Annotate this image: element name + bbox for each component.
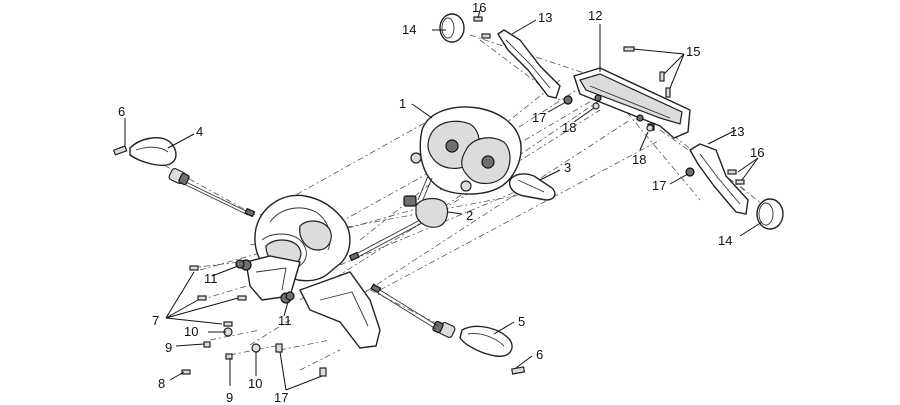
callout-17-upper: 17 — [532, 110, 546, 125]
assembly-guide-lines — [139, 34, 771, 371]
callout-6-left: 6 — [118, 104, 125, 119]
callout-11-lower: 11 — [278, 313, 292, 328]
reflector — [508, 173, 556, 201]
leader-lines — [124, 9, 763, 391]
callout-18-left: 18 — [562, 120, 576, 135]
callout-13-upper: 13 — [538, 10, 552, 25]
upper-round-reflector — [439, 13, 465, 43]
lower-round-reflector — [756, 198, 784, 230]
callout-6-right: 6 — [536, 347, 543, 362]
callout-11-upper: 11 — [204, 271, 218, 286]
lower-mount-bracket — [689, 143, 749, 215]
callout-5: 5 — [518, 314, 525, 329]
callout-17-bottom: 17 — [274, 390, 288, 405]
callout-12: 12 — [588, 8, 602, 23]
rear-bracket-housing — [240, 194, 381, 349]
callout-15: 15 — [686, 44, 700, 59]
left-turn-signal — [129, 137, 256, 218]
callout-17-middle: 17 — [652, 178, 666, 193]
callout-10-bottom: 10 — [248, 376, 262, 391]
callout-3: 3 — [564, 160, 571, 175]
hardware-fasteners — [181, 16, 745, 377]
callout-8: 8 — [158, 376, 165, 391]
callout-labels: 1 2 3 4 5 6 6 7 8 9 9 10 10 11 11 12 13 … — [118, 0, 764, 405]
callout-10-left: 10 — [184, 324, 198, 339]
callout-7: 7 — [152, 313, 159, 328]
callout-14-lower: 14 — [718, 233, 732, 248]
right-signal-screw — [511, 366, 526, 375]
callout-16-lower: 16 — [750, 145, 764, 160]
taillight-housing — [410, 106, 522, 203]
callout-9-left: 9 — [165, 340, 172, 355]
callout-9-bottom: 9 — [226, 390, 233, 405]
callout-4: 4 — [196, 124, 203, 139]
right-turn-signal — [370, 283, 513, 357]
license-plate-light — [348, 195, 449, 262]
license-plate-holder — [573, 67, 691, 139]
callout-14-upper: 14 — [402, 22, 416, 37]
callout-16-upper: 16 — [472, 0, 486, 15]
left-signal-screw — [112, 145, 128, 156]
upper-mount-bracket — [497, 29, 561, 99]
callout-13-lower: 13 — [730, 124, 744, 139]
callout-1: 1 — [399, 96, 406, 111]
callout-2: 2 — [466, 208, 473, 223]
callout-18-right: 18 — [632, 152, 646, 167]
